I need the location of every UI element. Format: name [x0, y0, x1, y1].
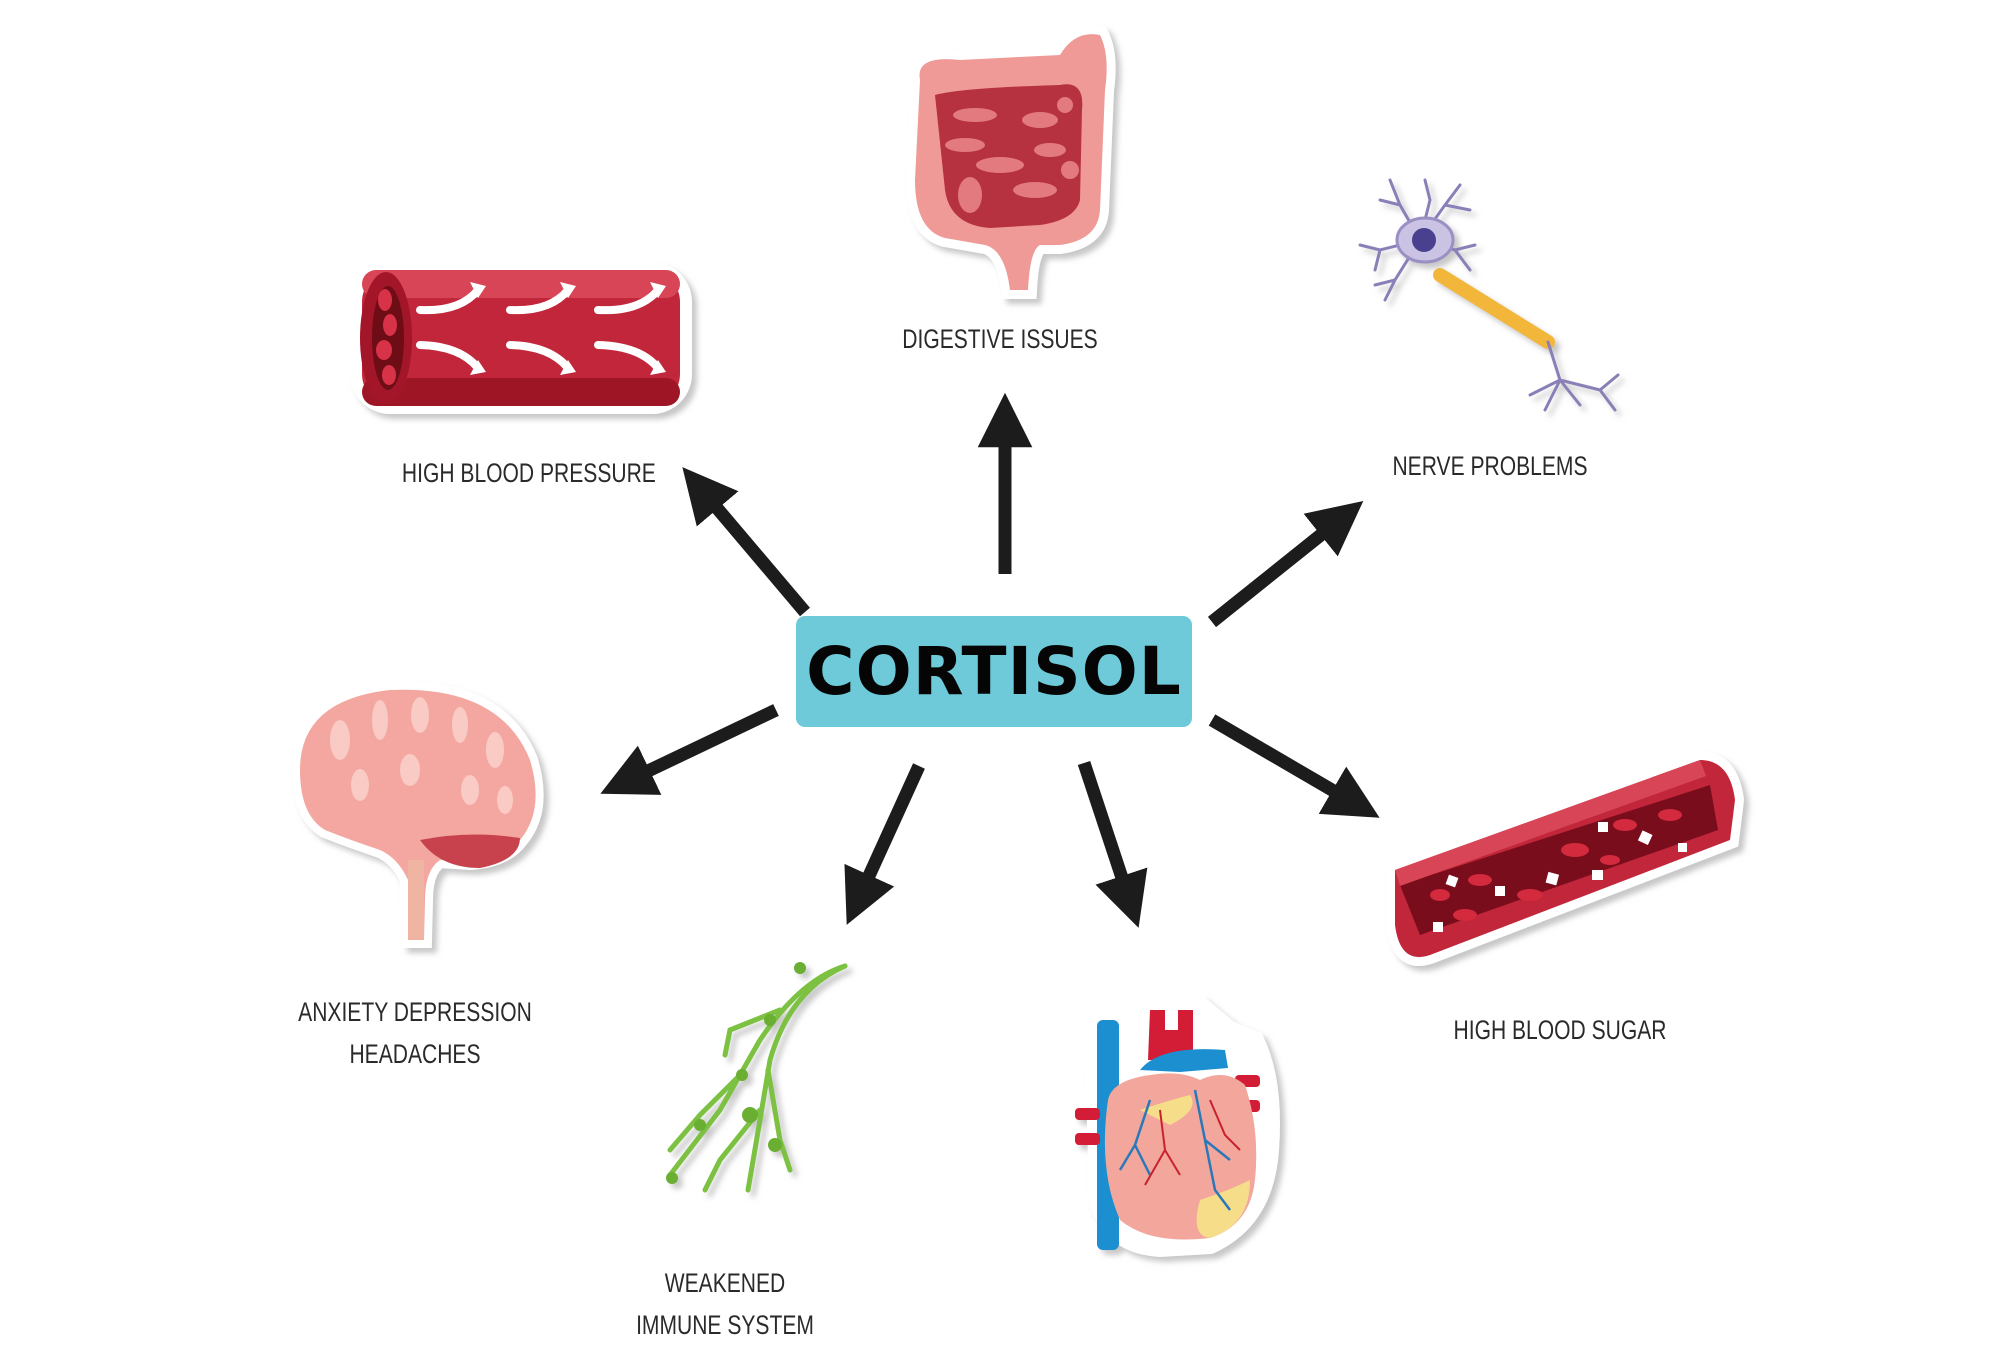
label-digestive-issues: DIGESTIVE ISSUES [902, 324, 1098, 354]
label-anxiety-depression: ANXIETY DEPRESSION [298, 997, 532, 1027]
arrow-to-nerve-problems [1207, 500, 1364, 628]
label-headaches: HEADACHES [349, 1039, 481, 1069]
label-high-blood-pressure: HIGH BLOOD PRESSURE [401, 458, 656, 488]
heart-icon [1075, 995, 1280, 1258]
lymphatic-vessels-icon [666, 962, 848, 1193]
label-immune-system: IMMUNE SYSTEM [636, 1310, 814, 1340]
arrow-to-high-blood-sugar [1208, 714, 1380, 818]
cortisol-node: CORTISOL [796, 616, 1192, 727]
neuron-icon [1358, 178, 1620, 412]
arrows [600, 392, 1380, 928]
cortisol-label: CORTISOL [806, 633, 1182, 710]
label-nerve-problems: NERVE PROBLEMS [1392, 451, 1588, 481]
arrow-to-immune-system [844, 763, 925, 925]
blood-vessel-flow-icon [350, 262, 692, 414]
intestines-icon [905, 25, 1116, 299]
blood-vessel-sugar-icon [1386, 750, 1745, 966]
arrow-to-anxiety [600, 704, 779, 795]
brain-icon [291, 681, 544, 948]
arrow-to-high-blood-pressure [682, 467, 810, 617]
label-weakened: WEAKENED [664, 1268, 786, 1298]
label-high-blood-sugar: HIGH BLOOD SUGAR [1453, 1015, 1667, 1045]
arrow-to-heart [1077, 760, 1148, 928]
